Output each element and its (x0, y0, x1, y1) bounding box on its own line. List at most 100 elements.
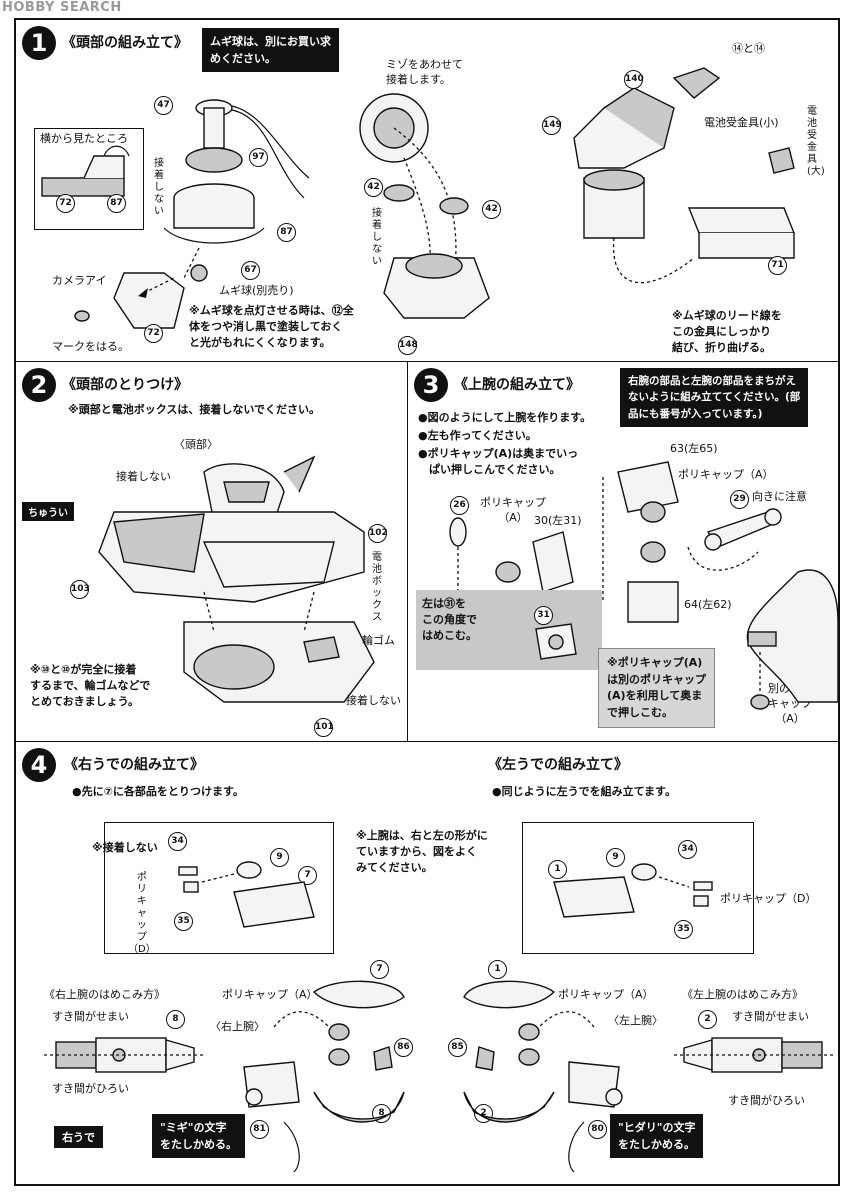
head-attach-drawing (98, 455, 375, 703)
part-7-label: 7 (298, 866, 317, 885)
bullet-2: ●左も作ってください。 (418, 429, 537, 442)
polycap-d-label: ポリキャップ（D） (720, 892, 817, 905)
mugi-separate-label: ムギ球(別売り) (219, 284, 294, 297)
right-arm-tag-text: 右うで (62, 1131, 95, 1144)
part-63-label: 63(左65) (670, 442, 718, 455)
part-64-label: 64(左62) (684, 598, 732, 611)
right-fit-drawing (44, 1037, 204, 1073)
rubber-band-label: 輪ゴム (362, 634, 395, 647)
part-86-label: 86 (394, 1038, 413, 1057)
part-103-label: 103 (70, 580, 90, 599)
mugi-notice: ムギ球は、別にお買い求 めください。 (202, 28, 339, 73)
part-148-label: 148 (398, 336, 418, 355)
part-30-label: 30(左31) (534, 514, 582, 527)
neck-assembly-drawing (359, 93, 490, 319)
wide-gap-label: すき間がひろい (52, 1082, 129, 1095)
part-72-label: 72 (56, 194, 75, 213)
part-80-label: 80 (588, 1120, 607, 1139)
part-31-label: 31 (534, 606, 553, 625)
direction-label: 向きに注意 (752, 490, 807, 503)
right-sub-drawing (178, 861, 315, 928)
part-35b-label: 35 (674, 920, 693, 939)
section-3: 3 《上腕の組み立て》 右腕の部品と左腕の部品をまちがえ ないように組み立ててく… (408, 362, 840, 742)
right-upper-label: 〈右上腕〉 (210, 1020, 265, 1033)
lead-wire-note: ※ムギ球のリード線を この金具にしっかり 結び、折り曲げる。 (672, 309, 782, 354)
part-42a-label: 42 (364, 178, 383, 197)
left-upper-fit-title: 《左上腕のはめこみ方》 (682, 988, 803, 1001)
part-9b-label: 9 (606, 848, 625, 867)
no-glue-label-3: 接着しない (346, 694, 401, 707)
right-arm-bullet: ●先に⑦に各部品をとりつけます。 (72, 785, 244, 798)
part-97-label: 97 (249, 148, 268, 167)
battery-box-label: 電 池 ボ ッ ク ス (372, 552, 382, 623)
groove-note: ミゾをあわせて 接着します。 (386, 58, 463, 86)
section-3-title: 《上腕の組み立て》 (454, 377, 580, 393)
part-71-label: 71 (768, 256, 787, 275)
caution-text: ちゅうい (28, 508, 68, 519)
left-arm-title: 《左うでの組み立て》 (488, 757, 628, 773)
bullet-3: ●ポリキャップ(A)は奥までいっ ぱい押しこんでください。 (418, 447, 579, 476)
section-2: 2 《頭部のとりつけ》 ※頭部と電池ボックスは、接着しないでください。 〈頭部〉… (14, 362, 408, 742)
part-47-label: 47 (154, 96, 173, 115)
upper-arm-drawing (449, 461, 782, 623)
part-34b-label: 34 (678, 840, 697, 859)
left-31-note: 左は㉛を この角度で はめこむ。 (422, 597, 477, 642)
arms-main-drawing (243, 980, 623, 1173)
left-sub-drawing (553, 863, 713, 918)
right-arm-title: 《右うでの組み立て》 (64, 757, 204, 773)
side-view-drawing (41, 145, 130, 197)
part-85-label: 85 (448, 1038, 467, 1057)
left-arm-bullet: ●同じように左うでを組み立てます。 (492, 785, 676, 798)
section-2-title: 《頭部のとりつけ》 (62, 377, 189, 393)
no-glue-note-4: ※接着しない (92, 841, 158, 854)
part-29-label: 29 (730, 490, 749, 509)
section-4: 4 《右うでの組み立て》 《左うでの組み立て》 ●先に⑦に各部品をとりつけます。… (14, 742, 840, 1186)
migi-check-box: "ミギ"の文字 をたしかめる。 (152, 1114, 245, 1159)
part-1b-label: 1 (488, 960, 507, 979)
polycap-push-note: ※ポリキャップ(A) は別のポリキャップ (A)を利用して奥ま で押しこむ。 (598, 648, 715, 728)
part-149-label: 149 (542, 116, 562, 135)
right-upper-fit-title: 《右上腕のはめこみ方》 (44, 988, 165, 1001)
upper-arm-shape-note: ※上腕は、右と左の形がに ていますから、図をよく みてください。 (356, 829, 488, 874)
hidari-check-box: "ヒダリ"の文字 をたしかめる。 (610, 1114, 704, 1159)
part-2-label: 2 (698, 1010, 717, 1029)
part-102-label: 102 (368, 524, 388, 543)
battery-small-label: 電池受金具(小) (704, 116, 779, 129)
narrow-gap-label-2: すき間がせまい (732, 1010, 809, 1023)
polycap-d-vertical: ポ リ キ ャ ッ プ （D） (128, 872, 156, 955)
part-140-label: 140 (624, 70, 644, 89)
no-glue-battery-note: ※頭部と電池ボックスは、接着しないでください。 (68, 403, 321, 416)
part-72b-label: 72 (144, 324, 163, 343)
part-67-label: 67 (241, 261, 260, 280)
head-assembly-drawing (74, 99, 310, 329)
part-87b-label: 87 (277, 223, 296, 242)
side-view-box (34, 128, 144, 230)
left-31-drawing (535, 623, 577, 660)
part-35-label: 35 (174, 912, 193, 931)
left-right-warning: 右腕の部品と左腕の部品をまちがえ ないように組み立ててください。(部 品にも番号… (620, 368, 809, 427)
part-81-label: 81 (250, 1120, 269, 1139)
step-number-1: 1 (22, 26, 56, 60)
page-frame (14, 18, 840, 1186)
polycap-a-label-2: ポリキャップ（A） (678, 468, 774, 481)
camera-eye-label: カメラアイ (52, 274, 107, 287)
no-glue-vertical-a: 接 着 し な い (154, 158, 164, 217)
section-1-title: 《頭部の組み立て》 (62, 35, 188, 51)
mark-label: マークをはる。 (52, 340, 129, 353)
part-101-label: 101 (314, 718, 334, 737)
side-view-label: 横から見たところ (40, 132, 128, 145)
head-label: 〈頭部〉 (174, 438, 218, 451)
caution-tag: ちゅうい (22, 502, 74, 521)
step-number-2: 2 (22, 368, 56, 402)
part-9-label: 9 (270, 848, 289, 867)
part-7b-label: 7 (370, 960, 389, 979)
right-arm-tag: 右うで (54, 1126, 103, 1148)
no-glue-vertical-b: 接 着 し な い (372, 208, 382, 267)
parts-pair-label: ⑭と⑭ (732, 42, 765, 55)
part-87-label: 87 (107, 194, 126, 213)
watermark: HOBBY SEARCH (2, 0, 122, 15)
hand-drawing (746, 569, 839, 710)
left-fit-drawing (674, 1037, 834, 1073)
right-sub-box (104, 822, 334, 954)
part-8-label: 8 (166, 1010, 185, 1029)
